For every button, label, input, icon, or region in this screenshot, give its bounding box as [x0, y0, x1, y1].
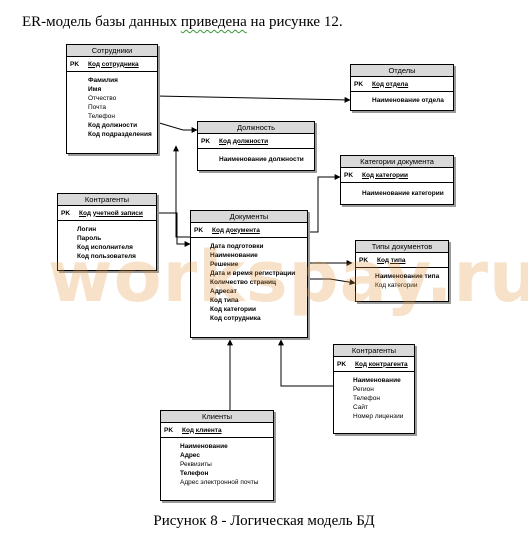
entity-title: Типы документов — [356, 241, 448, 253]
attribute: Код категории — [210, 306, 257, 313]
attribute: Телефон — [180, 470, 209, 477]
pk-label: PK — [359, 256, 369, 264]
pk-field: Код контрагента — [355, 360, 408, 368]
attribute: Наименование — [353, 377, 401, 384]
pk-row: PK Код типа — [356, 253, 448, 268]
entity-klienty: Клиенты PK Код клиента Наименование Адре… — [160, 410, 274, 501]
pk-label: PK — [61, 209, 71, 217]
pk-field: Код категории — [362, 171, 409, 179]
attribute: Наименование — [210, 252, 258, 259]
pk-field: Код документа — [212, 226, 260, 234]
link-dokumenty-tipy — [306, 278, 356, 286]
entity-title: Контрагенты — [334, 345, 414, 357]
attribute: Наименование типа — [375, 273, 440, 280]
attribute: Телефон — [88, 113, 115, 120]
entity-title: Сотрудники — [67, 45, 157, 57]
link-dokumenty-kategorii — [306, 174, 341, 233]
attribute: Номер лицензии — [353, 413, 404, 420]
entity-title: Клиенты — [161, 411, 273, 423]
pk-field: Код отдела — [372, 80, 409, 88]
attribute: Наименование — [180, 443, 228, 450]
pk-row: PK Код должности — [198, 134, 314, 149]
link-sotrudniki-dolzhnost — [155, 121, 198, 133]
pk-label: PK — [164, 426, 174, 434]
attribute: Наименование категории — [362, 190, 444, 197]
pk-field: Код учетной записи — [79, 209, 143, 217]
attribute: Адрес электронной почты — [180, 479, 259, 486]
attribute: Адресат — [210, 288, 237, 295]
figure-caption: Рисунок 8 - Логическая модель БД — [153, 513, 375, 529]
entity-title: Контрагенты — [58, 194, 156, 206]
link-sotrudniki-otdely — [155, 95, 351, 103]
attribute: Отчество — [88, 95, 117, 102]
pk-field: Код должности — [219, 137, 269, 145]
attribute: Почта — [88, 104, 107, 111]
attribute: Имя — [88, 86, 102, 93]
attribute: Код подразделения — [88, 131, 152, 138]
entity-title: Документы — [191, 211, 307, 223]
entity-kontragenty-accounts: Контрагенты PK Код учетной записи Логин … — [57, 193, 157, 271]
attribute: Код должности — [88, 122, 138, 129]
entity-sotrudniki: Сотрудники PK Код сотрудника Фамилия Имя… — [66, 44, 158, 154]
attribute: Наименование должности — [219, 156, 304, 163]
pk-row: PK Код контрагента — [334, 357, 414, 372]
attribute: Дата подготовки — [210, 243, 264, 250]
pk-row: PK Код отдела — [351, 77, 453, 92]
attribute: Код сотрудника — [210, 315, 261, 322]
attribute: Наименование отдела — [372, 97, 444, 104]
attribute: Фамилия — [88, 77, 118, 84]
link-dokumenty-sotrudniki — [173, 145, 190, 238]
attribute: Код исполнителя — [77, 244, 133, 251]
pk-label: PK — [194, 226, 204, 234]
pk-field: Код клиента — [182, 426, 222, 434]
pk-field: Код сотрудника — [88, 60, 139, 68]
attribute: Регион — [353, 386, 374, 393]
attribute: Адрес — [180, 452, 200, 459]
pk-row: PK Код документа — [191, 223, 307, 238]
page-heading: ER-модель базы данных приведена на рисун… — [22, 14, 343, 30]
pk-row: PK Код клиента — [161, 423, 273, 438]
pk-label: PK — [354, 80, 364, 88]
attribute: Решение — [210, 261, 239, 268]
attribute: Логин — [77, 226, 97, 233]
pk-label: PK — [201, 137, 211, 145]
entity-dolzhnost: Должность PK Код должности Наименование … — [197, 121, 315, 171]
attribute: Реквизиты — [180, 461, 212, 468]
entity-title: Должность — [198, 122, 314, 134]
attribute: Дата и время регистрации — [210, 270, 296, 277]
link-kontragenty-dokumenty — [155, 212, 191, 247]
entity-tipy: Типы документов PK Код типа Наименование… — [355, 240, 449, 302]
entity-kontragenty-partners: Контрагенты PK Код контрагента Наименова… — [333, 344, 415, 434]
attribute: Код пользователя — [77, 253, 136, 260]
attribute: Телефон — [353, 395, 380, 402]
pk-field: Код типа — [377, 256, 406, 264]
entity-title: Категории документа — [341, 156, 453, 168]
attribute: Код категории — [375, 282, 418, 289]
attribute: Код типа — [210, 297, 239, 304]
entity-kategorii: Категории документа PK Код категории Наи… — [340, 155, 454, 205]
attribute: Количество страниц — [210, 279, 276, 286]
entity-dokumenty: Документы PK Код документа Дата подготов… — [190, 210, 308, 338]
pk-label: PK — [70, 60, 80, 68]
pk-row: PK Код сотрудника — [67, 57, 157, 72]
link-kontragenty2-dokumenty — [278, 339, 333, 387]
attribute: Сайт — [353, 404, 368, 411]
entity-otdely: Отделы PK Код отдела Наименование отдела — [350, 64, 454, 111]
entity-title: Отделы — [351, 65, 453, 77]
attribute: Пароль — [77, 235, 102, 242]
pk-row: PK Код учетной записи — [58, 206, 156, 221]
pk-label: PK — [344, 171, 354, 179]
pk-label: PK — [337, 360, 347, 368]
pk-row: PK Код категории — [341, 168, 453, 183]
